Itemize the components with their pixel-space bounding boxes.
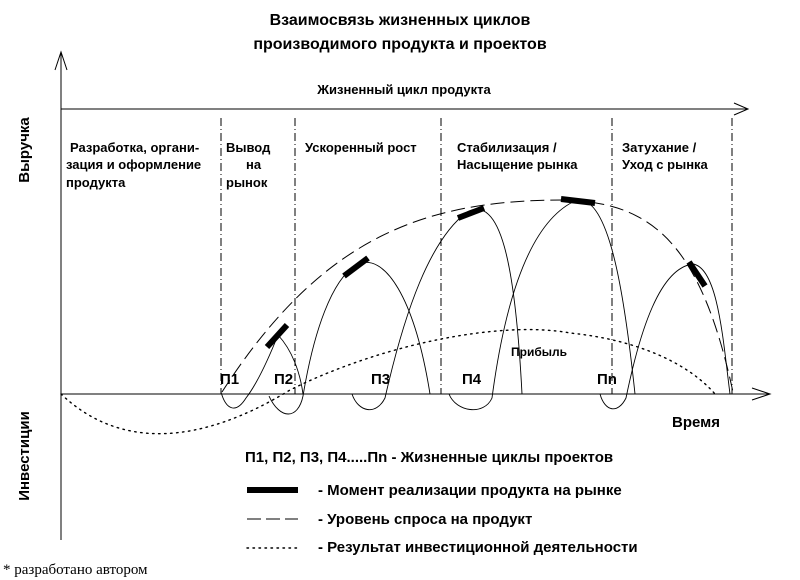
market-realization-mark (560, 196, 596, 206)
project-cycle-pn (599, 263, 731, 410)
demand-curve (221, 199, 734, 393)
phase-development-line-1: Разработка, органи- (70, 140, 199, 155)
x-axis-label-time: Время (672, 414, 720, 431)
project-cycle-p2 (268, 262, 431, 415)
phase-development-line-2: зация и оформление (66, 157, 201, 172)
footnote: * разработано автором (3, 562, 148, 578)
project-label-p2: П2 (274, 371, 293, 388)
phase-decline-line-2: Уход с рынка (622, 157, 709, 172)
market-realization-mark (686, 260, 708, 288)
legend-demand-text: - Уровень спроса на продукт (318, 511, 532, 528)
market-realization-marks (264, 196, 708, 350)
legend-projects-text: П1, П2, П3, П4.....Пn - Жизненные циклы … (245, 449, 613, 466)
phase-development-line-3: продукта (66, 175, 126, 190)
market-realization-mark (264, 322, 290, 350)
project-cycles (220, 199, 731, 415)
y-axis-label-revenue: Выручка (16, 117, 33, 183)
phase-launch-line-2: на (246, 157, 262, 172)
project-cycle-p4 (448, 199, 636, 411)
legend-realization-text: - Момент реализации продукта на рынке (318, 482, 622, 499)
market-realization-mark (342, 255, 370, 279)
diagram-title-line-1: Взаимосвязь жизненных циклов (270, 12, 531, 29)
phase-stabilization-line-2: Насыщение рынка (457, 157, 578, 172)
phase-growth-line-1: Ускоренный рост (305, 140, 417, 155)
product-cycle-label: Жизненный цикл продукта (316, 82, 491, 97)
project-label-pn: Пn (597, 371, 617, 388)
project-cycle-p1 (220, 334, 279, 409)
phase-separators (220, 118, 733, 394)
project-cycle-p1-descent (277, 334, 304, 395)
diagram-title-line-2: производимого продукта и проектов (253, 36, 546, 53)
project-label-p4: П4 (462, 371, 482, 388)
market-realization-mark (456, 205, 486, 221)
product-cycle-arrow (733, 102, 750, 116)
project-cycle-p3 (351, 208, 523, 410)
x-axis-arrow (751, 387, 772, 401)
y-axis-arrow (54, 50, 68, 71)
y-axis-label-investments: Инвестиции (16, 411, 33, 501)
project-label-p3: П3 (371, 371, 390, 388)
phase-stabilization-line-1: Стабилизация / (457, 140, 557, 155)
phase-launch-line-1: Вывод (226, 140, 271, 155)
profit-label: Прибыль (511, 345, 567, 359)
phase-decline-line-1: Затухание / (622, 140, 697, 155)
project-label-p1: П1 (220, 371, 239, 388)
legend-investment-text: - Результат инвестиционной деятельности (318, 539, 638, 556)
phase-launch-line-3: рынок (226, 175, 268, 190)
